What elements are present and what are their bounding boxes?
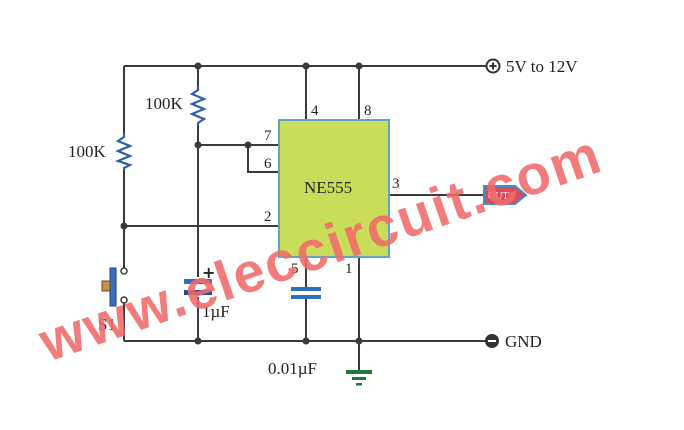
ne555-chip (278, 119, 390, 258)
wires (123, 65, 487, 370)
ground-bar-1 (346, 370, 372, 374)
pin-7-label: 7 (264, 128, 272, 144)
switch-s1 (101, 267, 128, 307)
chip-label: NE555 (304, 178, 352, 197)
c1-polarity-plus: + (202, 263, 215, 282)
output-label: OUT (488, 191, 509, 202)
pin-5-label: 5 (291, 261, 299, 277)
ground-bar-3 (356, 383, 362, 386)
junction-dot (244, 141, 252, 149)
switch-contact-bottom (120, 296, 128, 304)
resistor-r2 (189, 86, 207, 126)
c1-plate-top (184, 279, 212, 284)
r1-value-label: 100K (68, 142, 107, 161)
ground-terminal (485, 334, 499, 348)
supply-label: 5V to 12V (506, 57, 578, 76)
junction-dot (355, 337, 363, 345)
c1-value-label: 1µF (202, 302, 230, 321)
junction-dot (194, 337, 202, 345)
supply-terminal (485, 58, 501, 74)
junction-dot (302, 337, 310, 345)
pin-4-label: 4 (311, 103, 319, 119)
switch-contact-top (120, 267, 128, 275)
junction-dot (194, 141, 202, 149)
pin-8-label: 8 (364, 103, 372, 119)
junctions (120, 62, 363, 345)
junction-dot (302, 62, 310, 70)
resistor-r1 (114, 133, 133, 170)
pin-3-label: 3 (392, 176, 400, 192)
pin-2-label: 2 (264, 209, 272, 225)
capacitor-c1: + (184, 263, 215, 295)
output-tag: OUT (483, 185, 528, 205)
output-tag-shape (483, 185, 528, 205)
pin6-wire (247, 145, 279, 173)
c2-value-label: 0.01µF (268, 359, 317, 378)
junction-dot (120, 222, 128, 230)
c2-plate-bottom (291, 295, 321, 299)
switch-button (101, 280, 111, 292)
ground-symbol-icon (346, 370, 372, 386)
switch-label: S1 (98, 315, 116, 334)
ground-label: GND (505, 332, 542, 351)
capacitor-c2 (291, 287, 321, 299)
pin-6-label: 6 (264, 156, 272, 172)
plus-icon (489, 62, 497, 70)
junction-dot (355, 62, 363, 70)
c1-plate-bottom (184, 290, 212, 295)
ground-bar-2 (352, 377, 366, 380)
junction-dot (194, 62, 202, 70)
c2-plate-top (291, 287, 321, 291)
r2-value-label: 100K (145, 94, 184, 113)
pin-1-label: 1 (345, 261, 353, 277)
